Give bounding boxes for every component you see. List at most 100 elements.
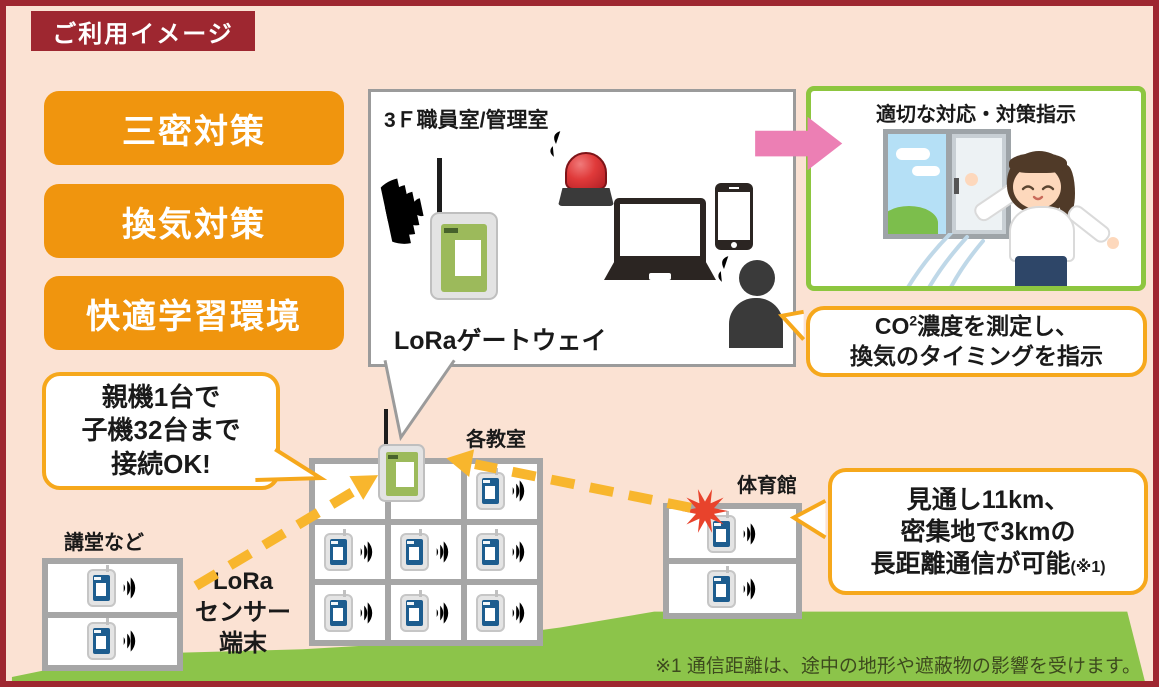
teacher-face-features xyxy=(1021,185,1055,201)
lora-sensor-device xyxy=(324,528,376,571)
sensor-body xyxy=(476,468,505,511)
sensor-caption: LoRa センサー 端末 xyxy=(192,566,294,660)
sensor-screen xyxy=(485,486,495,500)
sensor-panel xyxy=(92,628,110,655)
footnote: ※1 通信距離は、途中の地形や遮蔽物の影響を受けます。 xyxy=(655,656,1141,677)
teacher-skirt xyxy=(1015,256,1067,286)
teacher-hand xyxy=(1107,237,1119,249)
benefit-label: 換気対策 xyxy=(122,205,266,244)
classrooms-building xyxy=(309,458,543,646)
sensor-antenna xyxy=(105,618,109,626)
smartphone-icon xyxy=(715,183,753,250)
sensor-panel xyxy=(330,599,347,626)
sensor-antenna xyxy=(419,528,422,536)
gym-label: 体育館 xyxy=(737,475,797,497)
sensor-antenna xyxy=(495,589,498,597)
classrooms-label: 各教室 xyxy=(466,429,526,451)
co2-bubble: CO2濃度を測定し、 換気のタイミングを指示 xyxy=(806,306,1147,377)
window-handle xyxy=(954,178,959,194)
sensor-body xyxy=(476,589,505,632)
sensor-body xyxy=(400,528,429,571)
auditorium-room xyxy=(48,617,177,665)
page-title: ご利用イメージ xyxy=(52,20,234,48)
co2-line1: CO2濃度を測定し、 xyxy=(874,312,1079,340)
classroom xyxy=(315,524,385,580)
teacher-shirt xyxy=(1009,206,1075,262)
benefit-badge-kaiteki: 快適学習環境 xyxy=(44,276,344,350)
capacity-line: 接続OK! xyxy=(111,448,211,479)
lora-gateway-device xyxy=(430,212,498,300)
sensor-screen xyxy=(333,607,343,621)
laptop-notch xyxy=(649,273,671,280)
classroom xyxy=(467,585,537,640)
wifi-waves-icon xyxy=(512,541,525,563)
wifi-waves-icon xyxy=(123,630,135,652)
gateway-antenna xyxy=(384,409,388,446)
co2-line2: 換気のタイミングを指示 xyxy=(850,342,1103,369)
sensor-body xyxy=(706,565,736,608)
gateway-screen xyxy=(396,462,414,487)
sensor-panel xyxy=(482,478,499,505)
sensor-screen xyxy=(409,546,419,560)
range-line: 見通し11km、 xyxy=(906,485,1070,514)
sensor-panel xyxy=(482,538,499,565)
classroom xyxy=(467,464,537,519)
sensor-antenna xyxy=(725,510,729,518)
lora-sensor-device xyxy=(400,528,452,571)
sensor-body xyxy=(324,528,353,571)
classroom xyxy=(315,585,385,640)
phone-screen xyxy=(718,192,750,240)
sensor-caption-line: LoRa xyxy=(213,568,273,595)
lora-sensor-device xyxy=(86,564,139,607)
sensor-body xyxy=(86,618,116,661)
lora-sensor-device xyxy=(706,565,759,608)
bush-shape xyxy=(888,206,938,234)
window-open-illustration xyxy=(883,129,1011,239)
wifi-waves-icon xyxy=(123,577,135,599)
sensor-antenna xyxy=(495,528,498,536)
teacher-hand xyxy=(965,173,978,186)
alert-burst-icon xyxy=(682,489,728,533)
sensor-panel xyxy=(92,574,110,601)
range-note: (※1) xyxy=(1070,558,1106,576)
capacity-line: 子機32台まで xyxy=(81,415,241,446)
sensor-caption-line: 端末 xyxy=(219,630,267,658)
benefit-badge-sanmitsu: 三密対策 xyxy=(44,91,344,165)
sensor-antenna xyxy=(105,564,109,572)
capacity-line: 親機1台で xyxy=(101,382,221,413)
gym-room xyxy=(669,564,796,613)
staff-box-tail xyxy=(383,359,456,442)
lora-sensor-device xyxy=(476,589,528,632)
cloud-shape xyxy=(912,166,940,176)
wifi-waves-icon xyxy=(512,601,525,624)
lora-sensor-device xyxy=(476,468,528,511)
sensor-body xyxy=(706,510,736,553)
range-bubble: 見通し11km、 密集地で3kmの 長距離通信が可能(※1) xyxy=(828,468,1148,595)
lora-sensor-device xyxy=(400,589,452,632)
sensor-screen xyxy=(333,546,343,560)
laptop-base xyxy=(604,262,716,280)
wifi-waves-icon xyxy=(436,601,449,624)
sensor-antenna xyxy=(343,589,346,597)
wifi-waves-icon xyxy=(360,541,373,563)
benefit-label: 快適学習環境 xyxy=(86,297,302,336)
range-line: 密集地で3kmの xyxy=(900,517,1076,546)
gym-room xyxy=(669,509,796,558)
person-icon xyxy=(729,260,783,348)
phone-home-button xyxy=(731,242,737,248)
sensor-panel xyxy=(406,538,423,565)
lora-sensor-device xyxy=(86,618,139,661)
gym-building xyxy=(663,503,802,619)
sensor-screen xyxy=(485,546,495,560)
wifi-waves-icon xyxy=(743,522,755,545)
teacher-illustration xyxy=(965,151,1119,286)
staff-room-title: 3Ｆ職員室/管理室 xyxy=(384,109,549,132)
sensor-screen xyxy=(409,607,419,621)
classroom xyxy=(391,585,461,640)
beacon-dome xyxy=(565,152,607,190)
wifi-waves-icon xyxy=(512,480,525,503)
auditorium-room xyxy=(48,564,177,612)
response-box: 適切な対応・対策指示 xyxy=(806,86,1146,291)
sensor-body xyxy=(324,589,353,632)
